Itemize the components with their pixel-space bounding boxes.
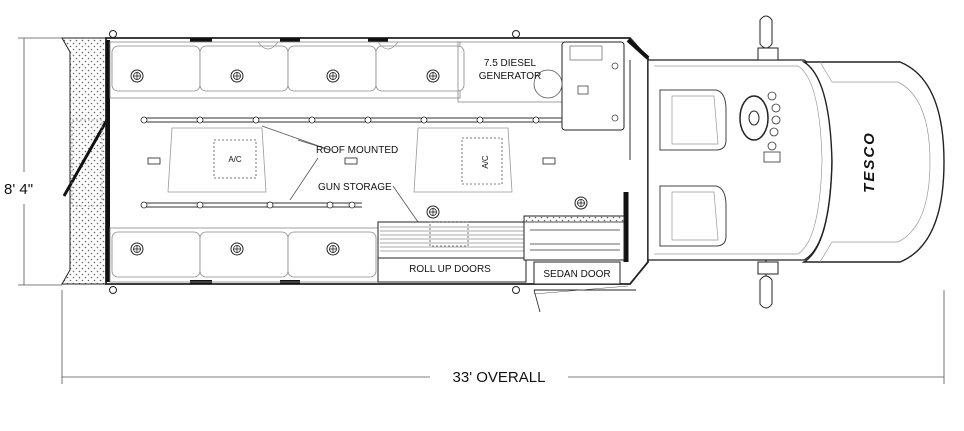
overall-length-label: 33' OVERALL: [453, 369, 546, 386]
ac-unit-rear: A/C: [167, 127, 267, 193]
ac-rear-label: A/C: [228, 155, 242, 164]
width-dimension-label: 8' 4": [4, 181, 33, 198]
roof-light-rails: [140, 116, 612, 209]
roll-up-doors-label: ROLL UP DOORS: [409, 264, 491, 275]
roof-mounted-label: ROOF MOUNTED: [316, 145, 398, 156]
callout-leaders: [261, 125, 419, 223]
sedan-door-label: SEDAN DOOR: [543, 269, 610, 280]
light-panels: [147, 157, 556, 165]
lower-bench-seating: [109, 227, 379, 283]
generator-label-line1: 7.5 DIESEL: [484, 58, 537, 69]
hood: [757, 47, 945, 275]
brand-logo: TESCO: [861, 131, 878, 193]
generator-label-line2: GENERATOR: [479, 71, 541, 82]
entry-steps: [523, 215, 636, 313]
rear-bumper: [61, 37, 110, 285]
width-dimension: [18, 37, 62, 286]
upper-bench-seating: [109, 41, 465, 99]
gun-storage-label: GUN STORAGE: [318, 182, 392, 193]
generator-area: [457, 41, 625, 131]
cab: [647, 15, 833, 309]
length-dimension: [61, 290, 945, 384]
ac-unit-front: A/C: [413, 127, 513, 193]
roll-up-doors: [377, 221, 527, 283]
ac-front-label: A/C: [481, 155, 490, 169]
